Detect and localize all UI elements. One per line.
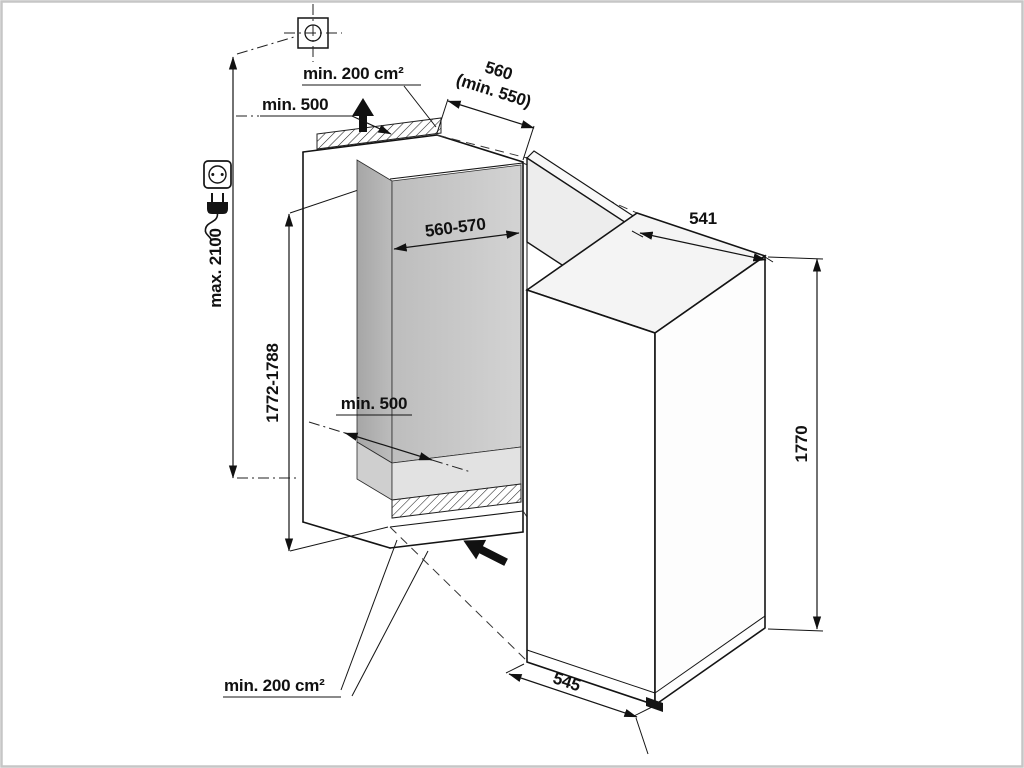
label-niche-height: 1772-1788 (263, 343, 282, 423)
label-clearance-bottom-front: min. 500 (341, 394, 407, 413)
appliance-front-face (654, 254, 766, 707)
vent-hatch-bottom (391, 483, 522, 519)
dimension-niche-height: 1772-1788 (263, 179, 389, 552)
label-overall-max-height: max. 2100 (206, 228, 225, 308)
dimension-appliance-width: 541 (631, 209, 774, 263)
appliance-body (525, 212, 767, 712)
label-vent-area-bottom: min. 200 cm² (224, 676, 325, 695)
label-appliance-height: 1770 (792, 425, 811, 462)
vent-area-bottom-label: min. 200 cm² (223, 539, 429, 698)
appliance-side-face (526, 288, 656, 707)
appliance-foot (646, 697, 663, 712)
label-clearance-top: min. 500 (262, 95, 328, 114)
label-vent-area-top: min. 200 cm² (303, 64, 404, 83)
airflow-up-arrow (352, 98, 374, 132)
vent-area-top-label: min. 200 cm² (302, 64, 437, 128)
alignment-crosshair-icon (284, 4, 342, 62)
niche-side-wall (356, 159, 393, 464)
power-plug-icon (204, 193, 228, 242)
niche-back-wall (391, 164, 522, 464)
label-appliance-width: 541 (689, 209, 717, 228)
clearance-bottom-front: min. 500 (308, 394, 472, 473)
airflow-inlet-arrow (463, 539, 508, 566)
dimension-appliance-height: 1770 (767, 256, 824, 632)
clearance-top-label: min. 500 (236, 95, 392, 135)
